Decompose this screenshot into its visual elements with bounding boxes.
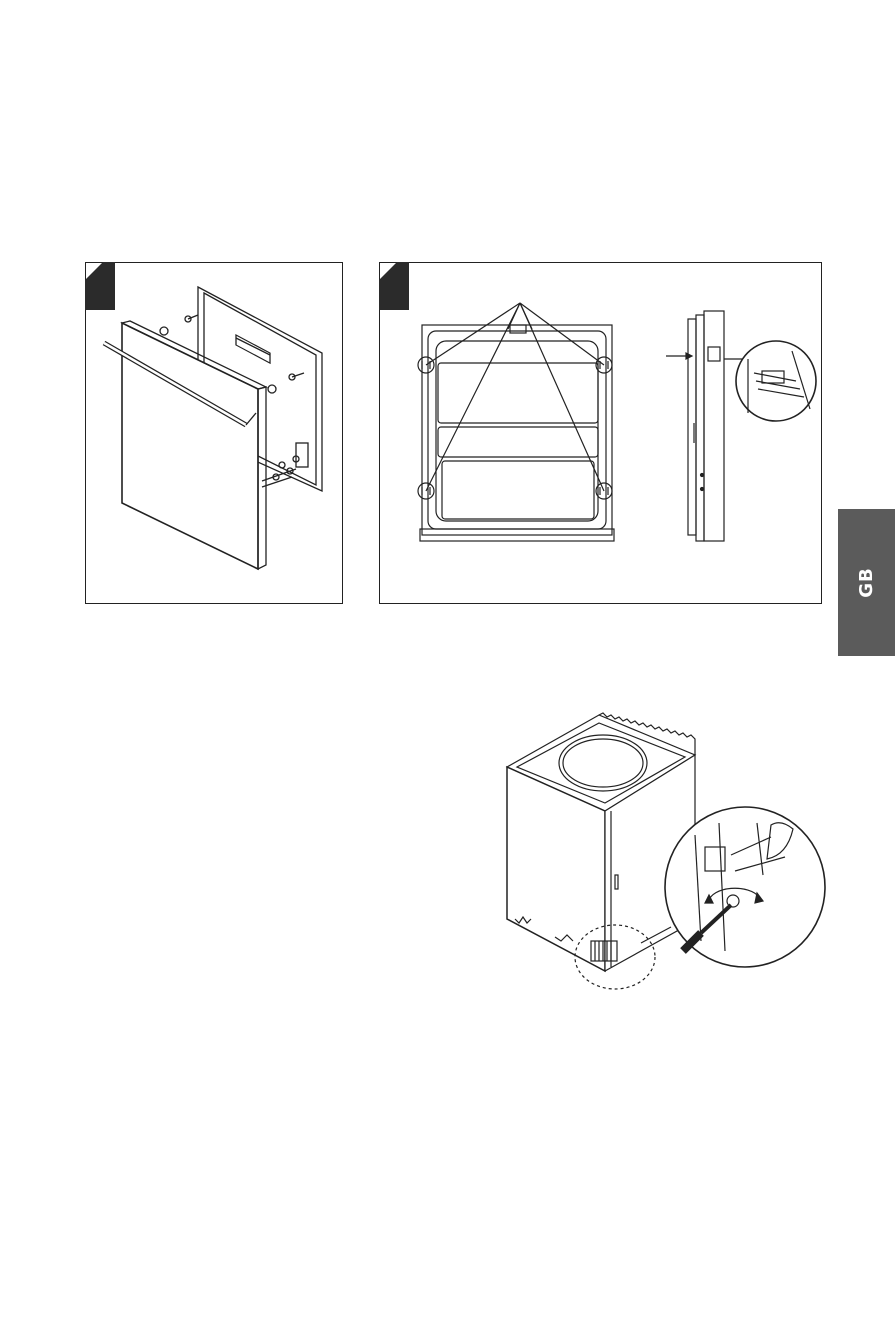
door-panel-illustration [86, 263, 342, 603]
door-frame-illustration [380, 263, 821, 603]
step-2-panel [379, 262, 822, 604]
step-1-panel [85, 262, 343, 604]
language-tab-label: GB [856, 567, 877, 598]
language-tab: GB [838, 509, 895, 656]
dishwasher-foot-illustration [495, 705, 827, 995]
